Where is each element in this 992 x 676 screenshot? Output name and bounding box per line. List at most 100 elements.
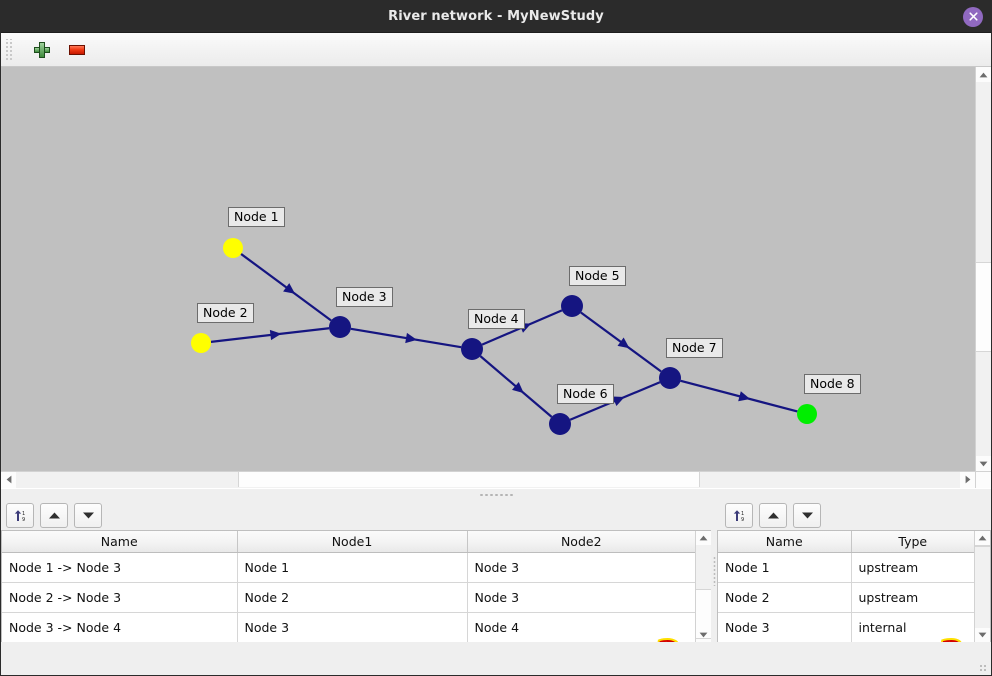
horizontal-splitter[interactable] bbox=[1, 488, 991, 500]
reaches-move-down-button[interactable] bbox=[74, 502, 102, 528]
table-cell-name[interactable]: Node 2 bbox=[718, 582, 852, 613]
graph-node-node-4[interactable] bbox=[461, 338, 483, 360]
network-diagram-canvas[interactable]: Node 1 Node 2 Node 3 Node 4 Node 5 Node 6 Node… bbox=[1, 67, 975, 471]
graph-node-label-node-4[interactable]: Node 4 bbox=[468, 309, 525, 329]
graph-node-label-node-2[interactable]: Node 2 bbox=[197, 303, 254, 323]
reaches-move-up-button[interactable] bbox=[40, 502, 68, 528]
table-cell-type[interactable]: upstream bbox=[851, 582, 974, 613]
graph-node-node-1[interactable] bbox=[223, 238, 243, 258]
graph-hscroll-thumb[interactable] bbox=[238, 472, 700, 487]
graph-vscroll-thumb[interactable] bbox=[976, 262, 991, 352]
graph-node-label-node-1[interactable]: Node 1 bbox=[228, 207, 285, 227]
red-rectangle-icon bbox=[69, 44, 85, 55]
graph-node-label-node-7[interactable]: Node 7 bbox=[666, 338, 723, 358]
table-cell-type[interactable]: upstream bbox=[851, 552, 974, 583]
graph-node-node-3[interactable] bbox=[329, 316, 351, 338]
reaches-sort-button[interactable]: 1 9 bbox=[6, 502, 34, 528]
scroll-down-button[interactable] bbox=[976, 456, 991, 471]
table-cell-node2[interactable]: Node 4 bbox=[467, 612, 695, 642]
triangle-down-icon bbox=[979, 461, 988, 466]
graph-edge-arrow bbox=[512, 382, 524, 394]
nodes-toolbar: 1 9 bbox=[717, 500, 991, 530]
triangle-down-icon bbox=[978, 632, 987, 638]
toolbar-grip[interactable] bbox=[4, 38, 12, 61]
nodes-vscroll-thumb[interactable] bbox=[975, 545, 990, 547]
column-header-name[interactable]: Name bbox=[718, 531, 852, 553]
graph-edge[interactable] bbox=[210, 327, 330, 343]
table-cell-name[interactable]: Node 1 bbox=[718, 552, 852, 583]
triangle-down-icon bbox=[801, 512, 813, 518]
graph-edge[interactable] bbox=[680, 379, 798, 413]
graph-horizontal-scrollbar[interactable] bbox=[1, 472, 975, 488]
graph-edge-arrow bbox=[405, 332, 417, 344]
triangle-up-icon bbox=[699, 535, 708, 541]
nodes-vscroll-track[interactable] bbox=[975, 545, 990, 628]
reaches-vscroll-thumb[interactable] bbox=[696, 589, 711, 639]
window-title: River network - MyNewStudy bbox=[388, 9, 604, 24]
sort-ascending-icon: 1 9 bbox=[733, 509, 744, 523]
triangle-up-icon bbox=[978, 535, 987, 541]
table-cell-node2[interactable]: Node 3 bbox=[467, 582, 695, 613]
graph-edge[interactable] bbox=[240, 253, 332, 322]
graph-node-label-node-8[interactable]: Node 8 bbox=[804, 374, 861, 394]
table-cell-node1[interactable]: Node 2 bbox=[237, 582, 468, 613]
graph-node-label-node-5[interactable]: Node 5 bbox=[569, 266, 626, 286]
scroll-left-button[interactable] bbox=[1, 472, 16, 487]
table-cell-node2[interactable]: Node 3 bbox=[467, 552, 695, 583]
table-cell-name[interactable]: Node 2 -> Node 3 bbox=[2, 582, 238, 613]
graph-node-label-node-6[interactable]: Node 6 bbox=[557, 384, 614, 404]
table-cell-node1[interactable]: Node 1 bbox=[237, 552, 468, 583]
column-header-type[interactable]: Type bbox=[851, 531, 974, 553]
triangle-down-icon bbox=[699, 632, 708, 638]
scroll-up-button[interactable] bbox=[976, 67, 991, 82]
graph-node-node-5[interactable] bbox=[561, 295, 583, 317]
scroll-right-button[interactable] bbox=[960, 472, 975, 487]
reaches-vertical-scrollbar[interactable] bbox=[695, 531, 711, 642]
nodes-move-up-button[interactable] bbox=[759, 502, 787, 528]
reaches-scroll-down-button[interactable] bbox=[696, 628, 711, 642]
title-bar: River network - MyNewStudy bbox=[1, 1, 991, 33]
graph-vertical-scrollbar[interactable] bbox=[975, 67, 991, 471]
graph-node-label-node-3[interactable]: Node 3 bbox=[336, 287, 393, 307]
vertical-splitter[interactable] bbox=[711, 500, 717, 642]
table-cell-name[interactable]: Node 3 -> Node 4 bbox=[2, 612, 238, 642]
table-cell-type[interactable]: internal bbox=[851, 612, 974, 642]
table-cell-name[interactable]: Node 3 bbox=[718, 612, 852, 642]
column-header-name[interactable]: Name bbox=[2, 531, 238, 553]
nodes-sort-button[interactable]: 1 9 bbox=[725, 502, 753, 528]
graph-node-node-7[interactable] bbox=[659, 367, 681, 389]
column-header-node1[interactable]: Node1 bbox=[237, 531, 468, 553]
resize-grip[interactable] bbox=[979, 664, 988, 673]
nodes-scroll-up-button[interactable] bbox=[975, 531, 990, 545]
graph-edge[interactable] bbox=[350, 327, 462, 349]
close-button[interactable] bbox=[963, 6, 983, 27]
graph-node-node-8[interactable] bbox=[797, 404, 817, 424]
reaches-scroll-up-button[interactable] bbox=[696, 531, 711, 545]
delete-node-button[interactable] bbox=[63, 36, 91, 64]
nodes-scroll-down-button[interactable] bbox=[975, 628, 990, 642]
nodes-move-down-button[interactable] bbox=[793, 502, 821, 528]
table-cell-node1[interactable]: Node 3 bbox=[237, 612, 468, 642]
add-node-button[interactable] bbox=[28, 36, 56, 64]
graph-node-node-2[interactable] bbox=[191, 333, 211, 353]
column-header-node2[interactable]: Node2 bbox=[467, 531, 695, 553]
table-cell-name[interactable]: Node 1 -> Node 3 bbox=[2, 552, 238, 583]
nodes-vertical-scrollbar[interactable] bbox=[974, 531, 990, 642]
graph-node-node-6[interactable] bbox=[549, 413, 571, 435]
